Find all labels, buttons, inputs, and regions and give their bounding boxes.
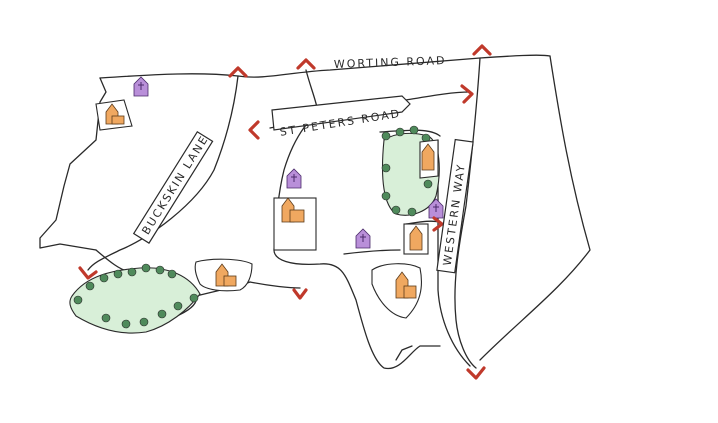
plot-central-east (419, 139, 439, 179)
arrow-icon (472, 44, 492, 56)
arrow-icon (460, 84, 474, 104)
arrow-icon (296, 58, 316, 70)
direction-arrows (78, 44, 492, 380)
plot-central (273, 197, 317, 251)
church-icon (428, 198, 444, 219)
house-icon (215, 263, 237, 287)
house-icon (395, 271, 417, 299)
worting-road-label: WORTING ROAD (334, 54, 447, 71)
road-label-buckskin: BUCKSKIN LANE (132, 130, 214, 244)
woodland-southwest (69, 263, 201, 334)
house-icon (409, 225, 423, 251)
plot-northwest (95, 99, 133, 131)
house-icon (421, 143, 435, 171)
arrow-icon (78, 266, 98, 280)
buckskin-lane-label: BUCKSKIN LANE (139, 133, 211, 237)
house-icon (105, 103, 125, 125)
arrow-icon (228, 66, 248, 78)
church-icon (355, 228, 371, 249)
house-icon (281, 197, 305, 223)
arrow-icon (248, 120, 260, 140)
tree-icon (381, 125, 433, 217)
church-icon (133, 76, 149, 97)
arrow-icon (432, 216, 444, 232)
church-icon (286, 168, 302, 189)
plot-southeast (371, 263, 423, 319)
arrow-icon (292, 288, 308, 300)
arrow-icon (466, 366, 486, 380)
plot-small (403, 223, 429, 255)
plot-southwest (194, 258, 253, 292)
tree-icon (73, 263, 199, 329)
road-label-worting: WORTING ROAD (334, 54, 447, 71)
